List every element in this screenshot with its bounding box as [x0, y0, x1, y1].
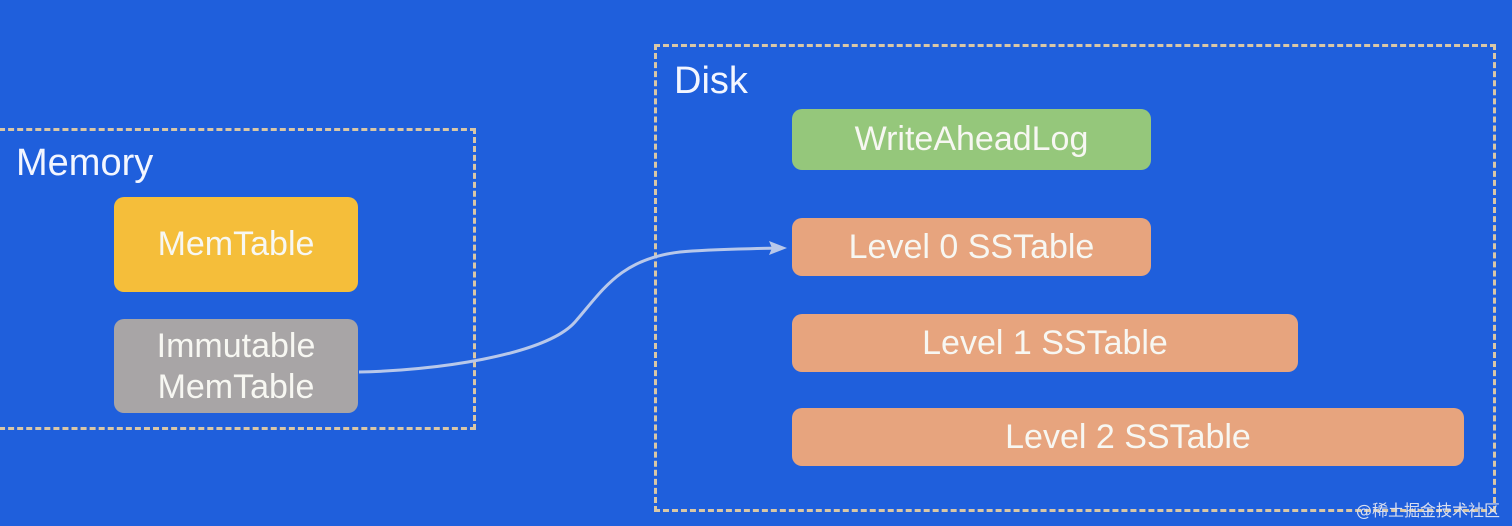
level-1-sstable-label: Level 1 SSTable: [922, 323, 1168, 362]
immutable-memtable-label: Immutable MemTable: [156, 327, 316, 406]
disk-label: Disk: [674, 60, 748, 102]
memory-label: Memory: [16, 142, 154, 184]
memtable-label: MemTable: [157, 225, 315, 264]
level-2-sstable-box: Level 2 SSTable: [792, 408, 1464, 466]
level-2-sstable-label: Level 2 SSTable: [1005, 417, 1251, 456]
level-0-sstable-label: Level 0 SSTable: [848, 227, 1095, 266]
write-ahead-log-box: WriteAheadLog: [792, 109, 1151, 170]
level-0-sstable-box: Level 0 SSTable: [792, 218, 1151, 276]
watermark: @稀土掘金技术社区: [1355, 501, 1500, 520]
memtable-box: MemTable: [114, 197, 358, 292]
write-ahead-log-label: WriteAheadLog: [854, 120, 1089, 159]
level-1-sstable-box: Level 1 SSTable: [792, 314, 1298, 372]
immutable-memtable-box: Immutable MemTable: [114, 319, 358, 413]
